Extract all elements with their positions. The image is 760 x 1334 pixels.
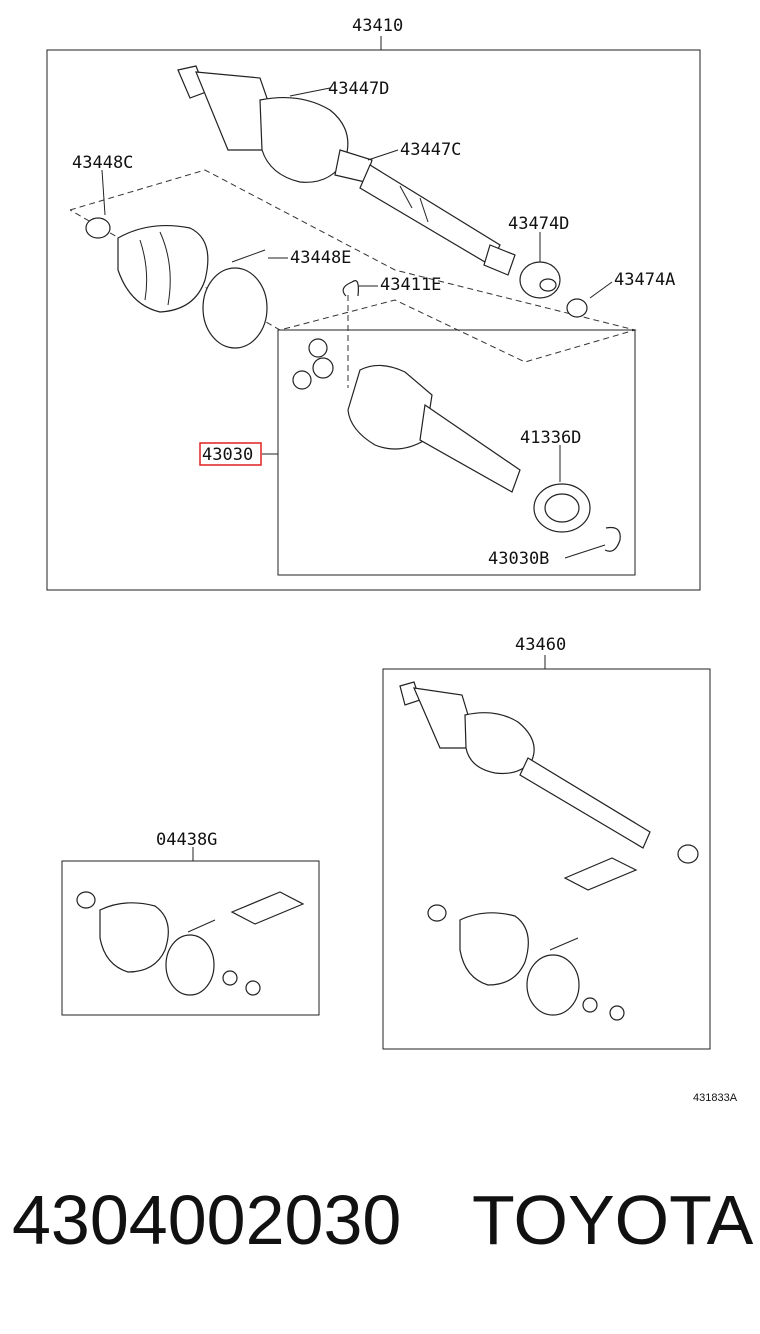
label-43448E[interactable]: 43448E <box>290 248 351 268</box>
boot-kit-group: 04438G <box>61 830 320 1016</box>
boot-kit-frame <box>61 860 320 1016</box>
rh-boot-kit-icon <box>427 904 625 1021</box>
rh-assembly-group: 43460 <box>382 635 711 1050</box>
highlight-box-43030 <box>199 442 262 466</box>
label-43448C[interactable]: 43448C <box>72 153 133 173</box>
label-43447D[interactable]: 43447D <box>328 79 389 99</box>
inner-joint-frame <box>277 329 636 576</box>
inner-joint-icon <box>292 338 621 552</box>
main-assembly-frame <box>46 49 701 591</box>
inner-boot-icon <box>85 217 268 349</box>
label-43410[interactable]: 43410 <box>352 16 403 36</box>
label-43474A[interactable]: 43474A <box>614 270 675 290</box>
dashed-group-outline <box>69 169 637 363</box>
label-43447C[interactable]: 43447C <box>400 140 461 160</box>
rh-drive-shaft-icon <box>399 681 699 891</box>
brand-name: TOYOTA <box>472 1181 754 1259</box>
figure-code: 431833A <box>693 1092 738 1104</box>
boot-kit-icon <box>76 891 305 996</box>
rh-assembly-frame <box>382 668 711 1050</box>
label-04438G[interactable]: 04438G <box>156 830 217 850</box>
drive-shaft-icon <box>177 65 516 276</box>
label-41336D[interactable]: 41336D <box>520 428 581 448</box>
label-43411E[interactable]: 43411E <box>380 275 441 295</box>
part-number: 4304002030 <box>12 1181 402 1259</box>
label-43030B[interactable]: 43030B <box>488 549 549 569</box>
label-43474D[interactable]: 43474D <box>508 214 569 234</box>
label-43030[interactable]: 43030 <box>202 445 253 465</box>
label-43460[interactable]: 43460 <box>515 635 566 655</box>
bearing-icon <box>342 261 588 318</box>
main-assembly-group: 43410 <box>46 16 701 591</box>
